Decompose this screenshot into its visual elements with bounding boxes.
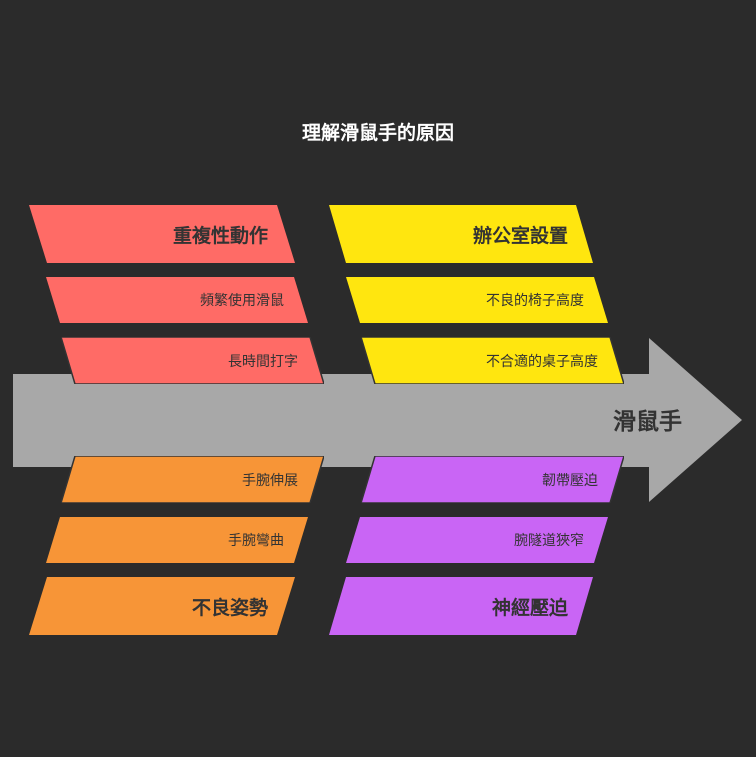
category-label: 重複性動作 — [172, 224, 268, 247]
cause-item: 韌帶壓迫 — [361, 456, 624, 503]
category-label: 辦公室設置 — [472, 224, 568, 247]
category-office: 辦公室設置 — [329, 205, 593, 263]
category-posture: 不良姿勢 — [29, 577, 295, 635]
cause-shape — [61, 456, 324, 503]
category-label: 神經壓迫 — [491, 596, 568, 619]
cause-item: 長時間打字 — [61, 337, 324, 384]
cause-shape — [46, 517, 308, 563]
cause-label: 手腕伸展 — [242, 472, 298, 489]
category-shape — [29, 205, 295, 263]
cause-label: 不良的椅子高度 — [486, 293, 584, 309]
category-shape — [329, 205, 593, 263]
cause-shape — [346, 517, 608, 563]
cause-shape — [361, 456, 624, 503]
cause-label: 不合適的桌子高度 — [486, 353, 598, 370]
cause-label: 腕隧道狹窄 — [514, 533, 584, 549]
effect-label: 滑鼠手 — [613, 409, 682, 435]
cause-item: 頻繁使用滑鼠 — [46, 277, 308, 323]
cause-item: 不合適的桌子高度 — [361, 337, 624, 384]
cause-shape — [361, 337, 624, 384]
cause-shape — [46, 277, 308, 323]
category-shape — [329, 577, 593, 635]
cause-label: 長時間打字 — [228, 353, 298, 370]
cause-item: 不良的椅子高度 — [346, 277, 608, 323]
cause-item: 手腕伸展 — [61, 456, 324, 503]
cause-item: 腕隧道狹窄 — [346, 517, 608, 563]
cause-label: 頻繁使用滑鼠 — [200, 293, 284, 309]
category-repetitive: 重複性動作 — [29, 205, 295, 263]
cause-label: 手腕彎曲 — [228, 533, 284, 549]
category-nerve: 神經壓迫 — [329, 577, 593, 635]
category-label: 不良姿勢 — [191, 596, 268, 619]
cause-shape — [346, 277, 608, 323]
category-shape — [29, 577, 295, 635]
cause-label: 韌帶壓迫 — [542, 472, 598, 489]
cause-shape — [61, 337, 324, 384]
cause-item: 手腕彎曲 — [46, 517, 308, 563]
diagram-title: 理解滑鼠手的原因 — [301, 122, 454, 144]
